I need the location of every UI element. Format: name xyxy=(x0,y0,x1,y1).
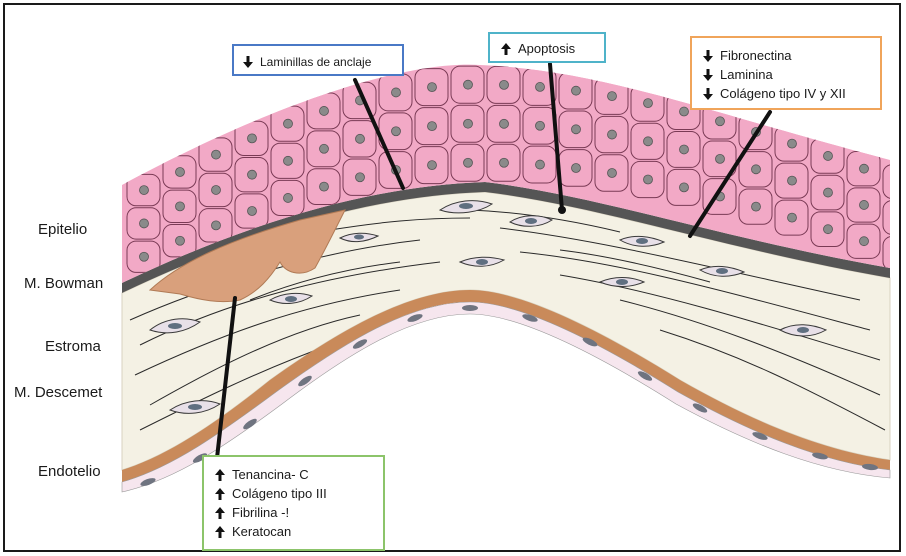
increase-text: Keratocan xyxy=(232,524,291,539)
arrow-up-icon xyxy=(500,42,518,56)
cell-nucleus xyxy=(788,213,797,222)
cell-nucleus xyxy=(716,117,725,126)
cell-nucleus xyxy=(356,134,365,143)
cell-nucleus xyxy=(212,185,221,194)
cell-nucleus xyxy=(572,163,581,172)
cell-nucleus xyxy=(824,225,833,234)
cell-nucleus xyxy=(320,144,329,153)
cell-nucleus xyxy=(320,106,329,115)
decrease-text: Fibronectina xyxy=(720,48,792,63)
callout-laminillas: Laminillas de anclaje xyxy=(232,44,404,76)
cell-nucleus xyxy=(140,252,149,261)
cell-nucleus xyxy=(788,176,797,185)
cell-nucleus xyxy=(752,202,761,211)
cell-nucleus xyxy=(176,167,185,176)
cell-nucleus xyxy=(644,99,653,108)
epithelial-cell xyxy=(883,236,906,270)
cell-nucleus xyxy=(284,193,293,202)
cell-nucleus xyxy=(860,237,869,246)
cell-nucleus xyxy=(608,169,617,178)
increase-text: Colágeno tipo III xyxy=(232,486,327,501)
cell-nucleus xyxy=(824,188,833,197)
label-estroma: Estroma xyxy=(45,338,101,355)
increase-item: Fibrilina -! xyxy=(214,503,373,522)
cell-nucleus xyxy=(536,160,545,169)
increase-item: Tenancina- C xyxy=(214,465,373,484)
cell-nucleus xyxy=(680,107,689,116)
increase-text: Fibrilina -! xyxy=(232,505,289,520)
cell-nucleus xyxy=(536,121,545,130)
cell-nucleus xyxy=(608,92,617,101)
arrow-down-icon xyxy=(242,55,260,69)
cell-nucleus xyxy=(788,139,797,148)
increase-item: Keratocan xyxy=(214,522,373,541)
arrow-down-icon xyxy=(702,49,720,63)
laminillas-text: Laminillas de anclaje xyxy=(260,55,371,69)
cell-nucleus xyxy=(284,119,293,128)
cell-nucleus xyxy=(284,156,293,165)
cell-nucleus xyxy=(536,82,545,91)
cell-nucleus xyxy=(248,134,257,143)
cell-nucleus xyxy=(212,221,221,230)
apoptosis-text: Apoptosis xyxy=(518,41,575,56)
increase-text: Tenancina- C xyxy=(232,467,309,482)
cell-nucleus xyxy=(176,202,185,211)
increase-item: Colágeno tipo III xyxy=(214,484,373,503)
cell-nucleus xyxy=(248,206,257,215)
cell-nucleus xyxy=(680,145,689,154)
arrow-up-icon xyxy=(214,487,232,501)
cell-nucleus xyxy=(896,249,905,258)
cell-nucleus xyxy=(176,236,185,245)
cell-nucleus xyxy=(644,137,653,146)
label-bowman: M. Bowman xyxy=(24,275,103,292)
cell-nucleus xyxy=(824,151,833,160)
arrow-down-icon xyxy=(702,68,720,82)
epithelial-cell xyxy=(883,165,906,199)
cell-nucleus xyxy=(860,200,869,209)
cell-nucleus xyxy=(392,88,401,97)
cell-nucleus xyxy=(896,213,905,222)
decrease-text: Colágeno tipo IV y XII xyxy=(720,86,846,101)
callout-apoptosis: Apoptosis xyxy=(488,32,606,63)
arrow-up-icon xyxy=(214,468,232,482)
arrow-down-icon xyxy=(702,87,720,101)
cell-nucleus xyxy=(464,119,473,128)
decrease-item: Fibronectina xyxy=(702,46,870,65)
cell-nucleus xyxy=(320,182,329,191)
label-endotelio: Endotelio xyxy=(38,463,101,480)
cell-nucleus xyxy=(608,130,617,139)
cell-nucleus xyxy=(428,161,437,170)
decrease-text: Laminina xyxy=(720,67,773,82)
cell-nucleus xyxy=(212,150,221,159)
arrow-up-icon xyxy=(214,506,232,520)
cell-nucleus xyxy=(248,170,257,179)
label-descemet: M. Descemet xyxy=(14,384,102,401)
cell-nucleus xyxy=(572,125,581,134)
cell-nucleus xyxy=(500,80,509,89)
cell-nucleus xyxy=(680,183,689,192)
cell-nucleus xyxy=(464,158,473,167)
cell-nucleus xyxy=(464,80,473,89)
label-epitelio: Epitelio xyxy=(38,221,87,238)
cell-nucleus xyxy=(140,186,149,195)
decrease-item: Laminina xyxy=(702,65,870,84)
arrow-up-icon xyxy=(214,525,232,539)
cell-nucleus xyxy=(716,154,725,163)
cell-nucleus xyxy=(500,119,509,128)
cell-nucleus xyxy=(500,158,509,167)
cell-nucleus xyxy=(428,83,437,92)
epithelial-cell xyxy=(883,201,906,235)
callout-increase-list: Tenancina- C Colágeno tipo III Fibrilina… xyxy=(202,455,385,551)
cell-nucleus xyxy=(860,164,869,173)
cell-nucleus xyxy=(644,175,653,184)
cell-nucleus xyxy=(896,177,905,186)
cell-nucleus xyxy=(140,219,149,228)
cell-nucleus xyxy=(752,165,761,174)
cell-nucleus xyxy=(356,173,365,182)
decrease-item: Colágeno tipo IV y XII xyxy=(702,84,870,103)
cell-nucleus xyxy=(392,127,401,136)
cell-nucleus xyxy=(428,122,437,131)
cell-nucleus xyxy=(572,86,581,95)
callout-decrease-list: Fibronectina Laminina Colágeno tipo IV y… xyxy=(690,36,882,110)
